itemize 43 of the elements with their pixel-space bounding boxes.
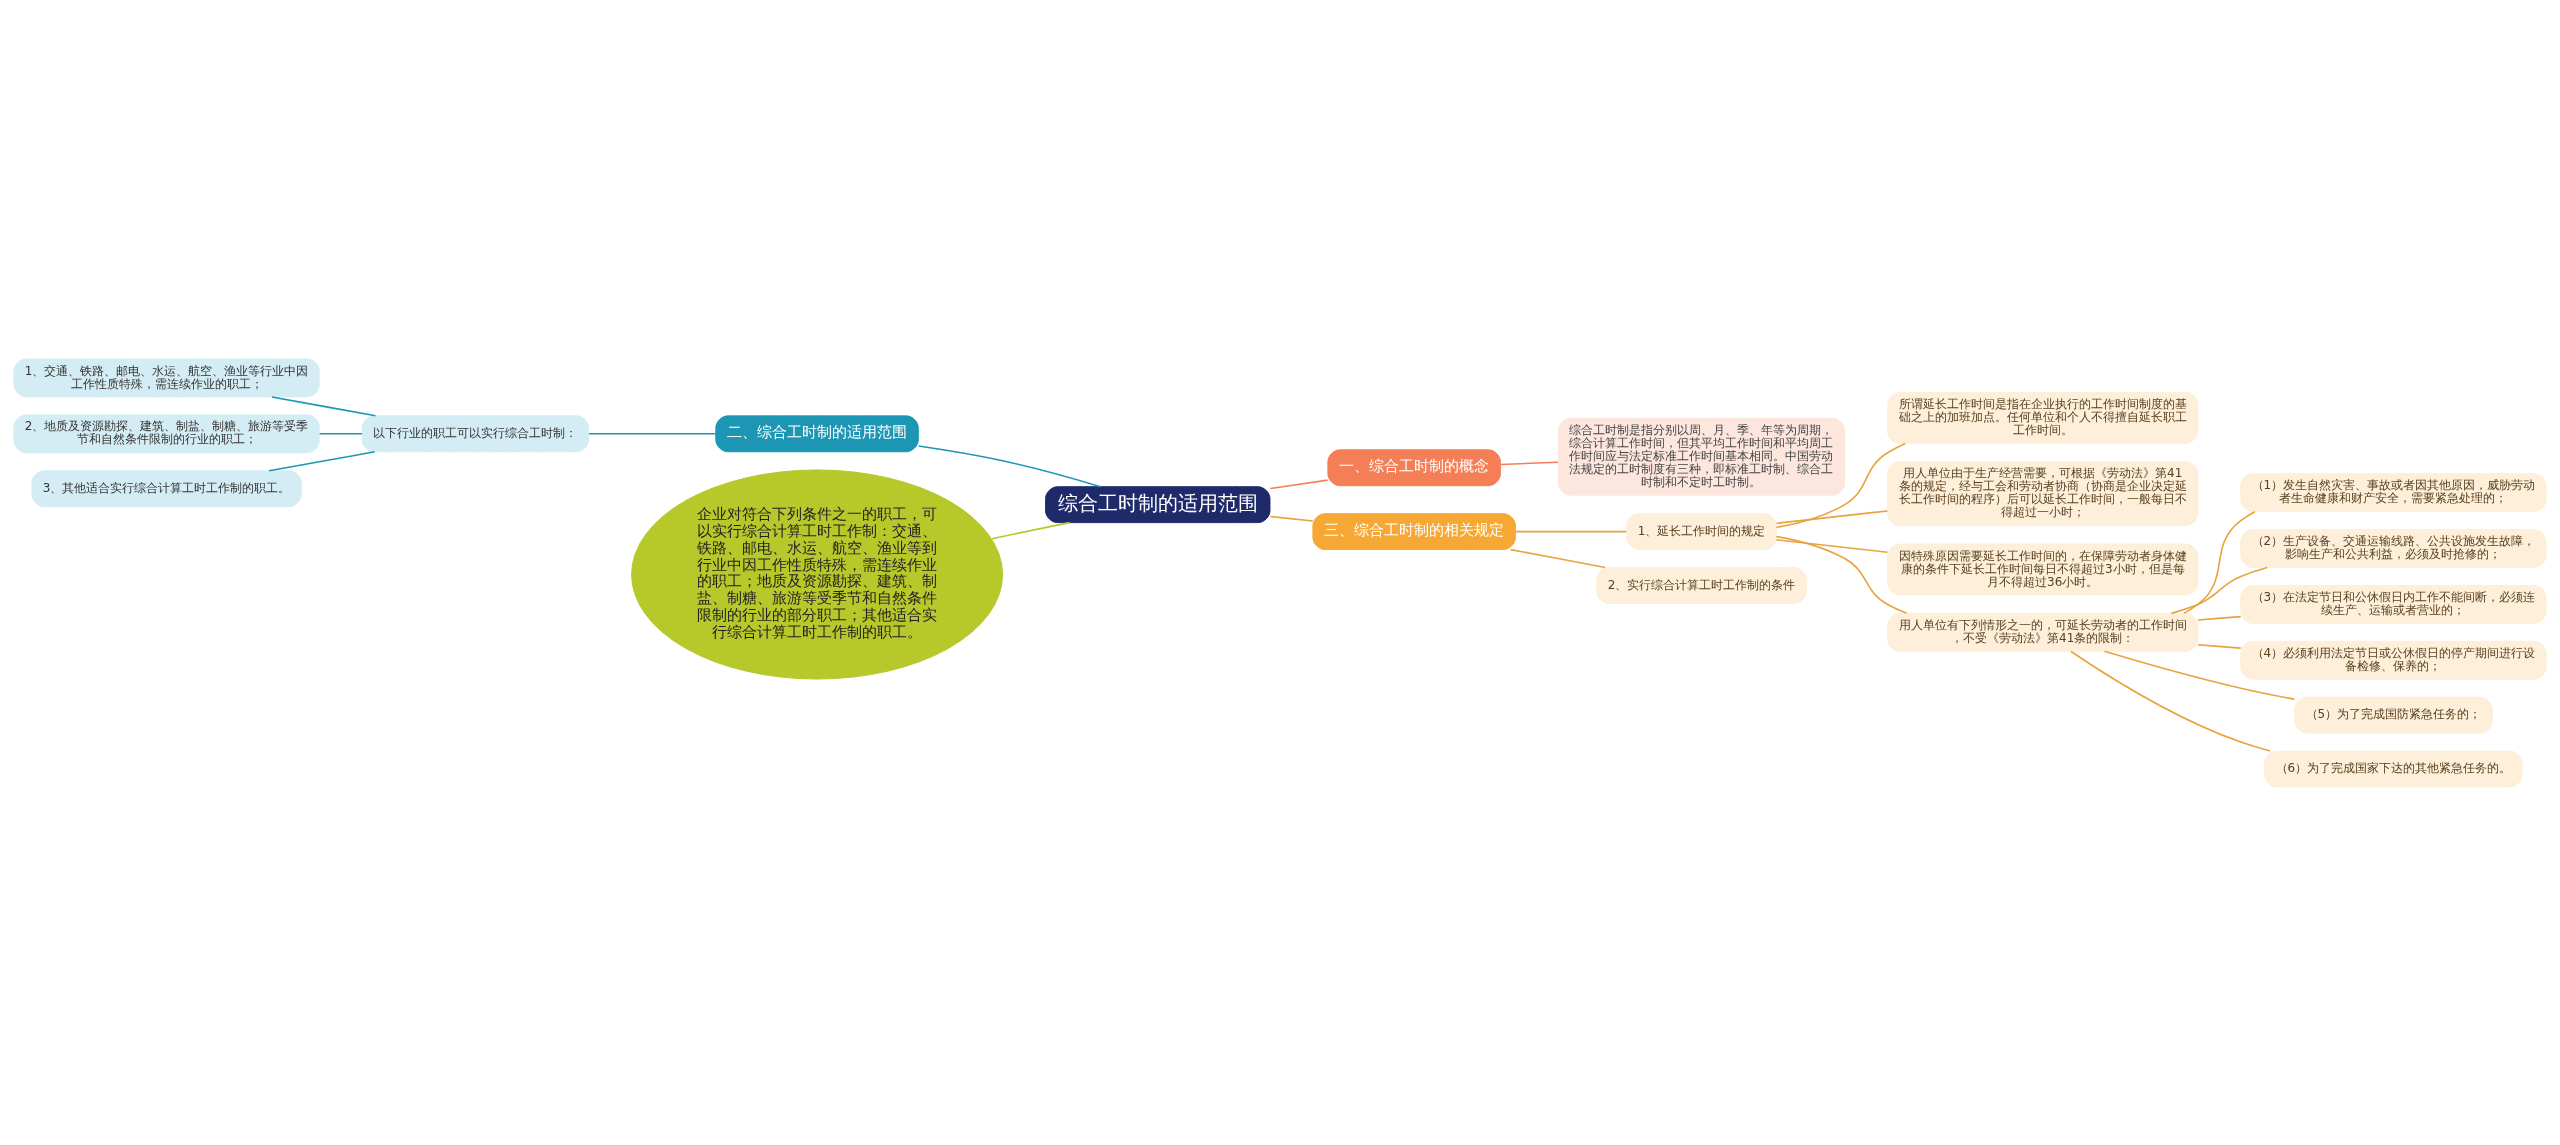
node-box: 一、综合工时制的概念 [1327,448,1501,486]
node-box: 所谓延长工作时间是指在企业执行的工作时间制度的基础之上的加班加点。任何单位和个人不得擅自延长职工工作时间。 [1887,391,2199,444]
node-box: 综合工时制是指分别以周、月、季、年等为周期，综合计算工作时间，但其平均工作时间和平均周工作时间应与法定标准工作时间基本相同。中国劳动法规定的工时制度有三种，即标准工时制、综合工时制和不定时工时制。 [1557,417,1846,496]
node-box: 因特殊原因需要延长工作时间的，在保障劳动者身体健康的条件下延长工作时间每日不得超过3小时，但是每月不得超过36小时。 [1887,543,2199,595]
connector [1775,538,1889,553]
node-box: （1）发生自然灾害、事故或者因其他原因，威胁劳动者生命健康和财产安全，需要紧急处理的； [2240,472,2547,512]
node-box: 用人单位有下列情形之一的，可延长劳动者的工作时间，不受《劳动法》第41条的限制： [1887,612,2199,652]
node-box: 三、综合工时制的相关规定 [1312,512,1516,550]
node-box: 1、延长工作时间的规定 [1626,512,1777,550]
node-box: 用人单位由于生产经营需要，可根据《劳动法》第41条的规定，经与工会和劳动者协商（协商是企业决定延长工作时间的程序）后可以延长工作时间，一般每日不得超过一小时； [1887,460,2199,526]
node-box: （4）必须利用法定节日或公休假日的停产期间进行设备检修、保养的； [2240,640,2547,680]
connector [1499,460,1559,465]
connector [1775,535,1908,614]
connector [917,444,1102,487]
connector [2170,566,2268,614]
node-box: 1、交通、铁路、邮电、水运、航空、渔业等行业中因工作性质特殊，需连续作业的职工； [13,358,320,397]
connector [318,432,363,435]
node-box: （3）在法定节日和公休假日内工作不能间断，必须连续生产、运输或者营业的； [2240,584,2547,624]
node-box: 2、实行综合计算工时工作制的条件 [1596,566,1807,604]
connector [271,395,377,417]
connector [2103,650,2296,700]
node-box: 二、综合工时制的适用范围 [715,414,919,452]
connector [1775,509,1889,524]
node-ellipse: 企业对符合下列条件之一的职工，可以实行综合计算工时工作制：交通、铁路、邮电、水运、航空、渔业等到行业中因工作性质特殊，需连续作业的职工；地质及资源勘探、建筑、制盐、制糖、旅游等受季节和自然条件限制的行业的部分职工；其他适合实行综合计算工时工作制的职工。 [631,468,1004,680]
connector [1509,548,1606,568]
node-box: （6）为了完成国家下达的其他紧急任务的。 [2264,750,2523,787]
connector [2182,510,2256,614]
connector [1775,442,1906,528]
connector [2197,615,2242,621]
connector [1514,530,1628,532]
node-box: 以下行业的职工可以实行综合工时制： [361,414,590,452]
node-box: 综合工时制的适用范围 [1045,485,1271,523]
connector [268,450,376,471]
connector [1269,478,1329,489]
node-box: （5）为了完成国防紧急任务的； [2294,696,2493,734]
node-box: 2、地质及资源勘探、建筑、制盐、制糖、旅游等受季节和自然条件限制的行业的职工； [13,413,320,453]
connector [2197,643,2242,649]
connector [991,521,1071,539]
connector [2070,650,2271,752]
node-box: 3、其他适合实行综合计算工时工作制的职工。 [31,469,302,507]
node-box: （2）生产设备、交通运输线路、公共设施发生故障，影响生产和公共利益，必须及时抢修的； [2240,528,2547,568]
connector [1269,515,1314,522]
connector [588,432,717,435]
